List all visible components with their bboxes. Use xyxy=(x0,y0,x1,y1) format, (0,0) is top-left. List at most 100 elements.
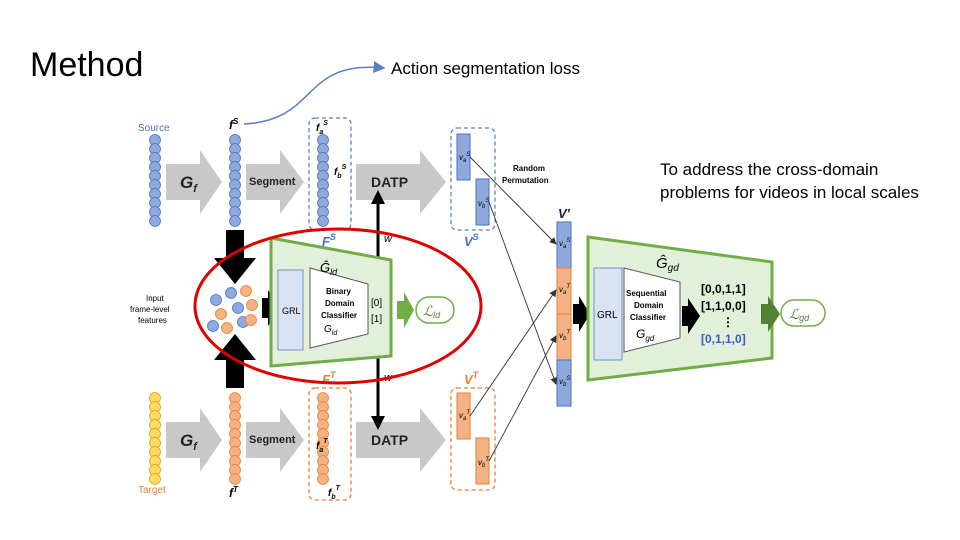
segment-label-target: Segment xyxy=(249,434,296,446)
feature-ball xyxy=(210,294,222,306)
source-frame-features xyxy=(229,134,241,227)
source-label: Source xyxy=(138,123,170,134)
gd-classifier-2: Domain xyxy=(634,301,663,310)
ld-classifier-1: Binary xyxy=(326,287,351,296)
feature-ball xyxy=(207,320,219,332)
vas-label: vaS xyxy=(459,152,470,164)
input-label-1: Input xyxy=(146,294,165,303)
side-note: To address the cross-domain problems for… xyxy=(660,158,950,204)
datp-label-source: DATP xyxy=(371,174,408,190)
gf-arrow-target xyxy=(166,408,222,472)
arrow-into-gd-outputs xyxy=(682,298,700,334)
gd-output-3: [0,1,1,0] xyxy=(701,332,746,346)
vbs-label: vbS xyxy=(478,198,489,210)
fs-label: fS xyxy=(229,117,239,132)
VS-label: VS xyxy=(464,232,479,249)
slide-title: Method xyxy=(30,46,144,84)
loss-gd-box xyxy=(780,299,826,327)
side-note-line-2: problems for videos in local scales xyxy=(660,183,919,202)
gd-classifier-1: Sequential xyxy=(626,289,666,298)
feature-ball xyxy=(215,308,227,320)
ld-hat-label: Ĝld xyxy=(320,260,338,277)
grl-box-ld xyxy=(277,269,304,351)
feature-ball xyxy=(221,322,233,334)
gf-arrow-source xyxy=(166,150,222,214)
arrow-into-loss-gd xyxy=(761,296,780,332)
source-input-features xyxy=(149,134,161,227)
input-label-3: features xyxy=(138,316,167,325)
target-input-features xyxy=(149,392,161,485)
fas-label: faS xyxy=(316,120,328,136)
vprime-column: vaS vaT vbT vbS xyxy=(556,221,572,407)
target-segment-features xyxy=(317,392,329,485)
feature-ball xyxy=(229,473,241,485)
svg-text:vaT: vaT xyxy=(559,284,571,296)
segment-arrow-target xyxy=(246,408,304,472)
highlight-ellipse xyxy=(193,227,483,385)
feature-ball xyxy=(232,302,244,314)
random-permutation-label-2: Permutation xyxy=(502,176,549,185)
loss-ld-box xyxy=(415,296,455,324)
gd-hat-label: Ĝgd xyxy=(656,255,679,274)
shared-weight-arrow-head-bottom xyxy=(371,416,385,430)
feature-ball xyxy=(229,215,241,227)
feature-ball xyxy=(317,215,329,227)
ld-g-label: Gld xyxy=(324,324,338,337)
feature-ball xyxy=(149,215,161,227)
loss-ld-label: ℒld xyxy=(423,303,441,320)
feature-ball xyxy=(246,299,258,311)
gf-label-target: Gf xyxy=(180,431,198,453)
input-label-2: frame-level xyxy=(130,305,170,314)
VT-label: VT xyxy=(464,370,480,387)
source-video-box xyxy=(450,127,496,231)
shared-weight-arrow-head-top xyxy=(371,190,385,204)
permutation-lines xyxy=(469,156,558,462)
arrow-into-grl-gd xyxy=(573,296,590,332)
segment-label-source: Segment xyxy=(249,176,296,188)
svg-text:vbT: vbT xyxy=(559,330,571,342)
segment-arrow-source xyxy=(246,150,304,214)
fbs-label: fbS xyxy=(334,164,347,180)
gf-label-source: Gf xyxy=(180,173,198,195)
black-arrow-down xyxy=(214,230,256,284)
source-segment-features xyxy=(317,134,329,227)
arrow-into-loss-ld xyxy=(397,292,414,328)
side-note-line-1: To address the cross-domain xyxy=(660,160,879,179)
ld-output-1: [1] xyxy=(371,314,382,325)
feature-ball xyxy=(149,473,161,485)
feature-ball xyxy=(240,285,252,297)
source-segment-box xyxy=(308,117,352,231)
mixed-input-features xyxy=(207,285,258,334)
feature-ball xyxy=(317,473,329,485)
vat-label: vaT xyxy=(459,410,471,422)
Vprime-label: V' xyxy=(558,206,571,221)
sequential-classifier-trapezoid xyxy=(623,267,681,353)
datp-label-target: DATP xyxy=(371,432,408,448)
FS-label: FS xyxy=(322,232,336,249)
feature-ball xyxy=(245,314,257,326)
target-label: Target xyxy=(138,485,166,496)
grl-label-ld: GRL xyxy=(282,306,301,316)
target-frame-features xyxy=(229,392,241,485)
curved-loss-arrow xyxy=(243,61,386,125)
gd-output-1: [0,0,1,1] xyxy=(701,282,746,296)
target-segment-box xyxy=(308,387,352,501)
grl-label-gd: GRL xyxy=(597,310,618,321)
action-segmentation-loss-label: Action segmentation loss xyxy=(391,59,580,78)
gd-output-dots: ⋮ xyxy=(722,315,734,329)
gd-output-2: [1,1,0,0] xyxy=(701,299,746,313)
grl-box-gd xyxy=(593,267,623,361)
gd-classifier-3: Classifier xyxy=(630,313,666,322)
svg-text:vbS: vbS xyxy=(559,376,570,388)
ld-output-0: [0] xyxy=(371,298,382,309)
ld-classifier-3: Classifier xyxy=(321,311,357,320)
ft-label: fT xyxy=(229,485,239,500)
w-label-top: w xyxy=(384,233,393,245)
fat-label: faT xyxy=(316,438,328,454)
random-permutation-label-1: Random xyxy=(513,164,545,173)
gd-g-label: Ggd xyxy=(636,327,655,343)
fbt-label: fbT xyxy=(328,485,341,501)
vbt-label: vbT xyxy=(478,457,490,469)
svg-text:vaS: vaS xyxy=(559,238,570,250)
